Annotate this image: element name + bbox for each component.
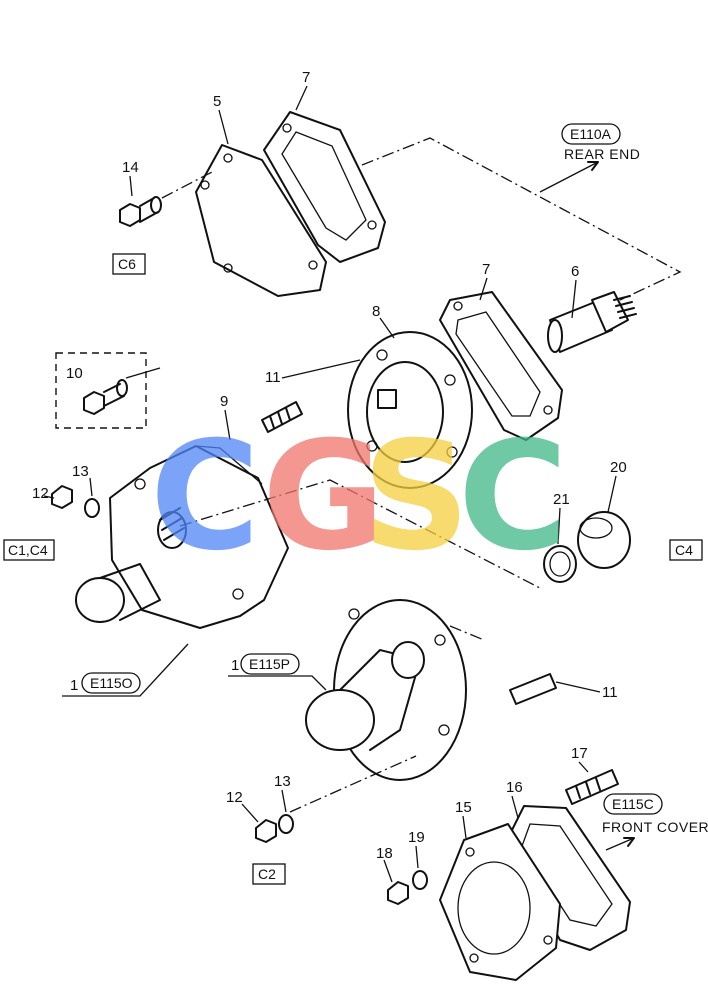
arrow-head-front <box>623 837 635 847</box>
ref-c1c4-label: C1,C4 <box>8 542 48 558</box>
callout-15: 15 <box>455 799 472 816</box>
callout-17: 17 <box>571 745 588 762</box>
housing-e115o <box>75 445 289 629</box>
flange-8 <box>347 331 473 489</box>
fitting-6 <box>547 291 637 353</box>
tag-e115p-label: E115P <box>249 656 290 672</box>
callout-16: 16 <box>506 779 523 796</box>
watermark-letter-g: G <box>262 410 385 584</box>
nut-12-upper <box>51 485 73 509</box>
tag-e110a-label: E110A <box>570 126 612 142</box>
washer-13-upper <box>84 498 100 518</box>
tag-e110a: E110A <box>561 123 621 145</box>
callout-1-e115o: 1 <box>70 677 78 694</box>
ref-c2-label: C2 <box>258 866 276 882</box>
front-cover-15 <box>439 823 561 981</box>
gasket-7-middle <box>439 291 563 441</box>
ring-21 <box>543 545 577 583</box>
callout-20: 20 <box>610 459 627 476</box>
nut-18 <box>387 881 409 905</box>
callout-21: 21 <box>553 491 570 508</box>
bolt-10 <box>83 379 128 415</box>
ref-c2: C2 <box>252 863 286 885</box>
callout-8: 8 <box>372 303 380 320</box>
note-rear-end: REAR END <box>564 146 640 162</box>
route-rear-end <box>361 137 682 301</box>
leaders <box>43 85 617 883</box>
watermark-cgsc: C G S C <box>150 410 568 584</box>
tag-e115c: E115C <box>603 793 663 815</box>
route-lower <box>449 625 485 641</box>
leader-10 <box>125 367 161 379</box>
callout-5: 5 <box>213 93 221 110</box>
washer-13-lower <box>278 814 294 834</box>
ref-c6: C6 <box>112 253 146 275</box>
stud-17 <box>565 769 619 805</box>
callout-11-lower: 11 <box>602 684 618 701</box>
tag-e115o: E115O <box>81 672 141 694</box>
callout-14: 14 <box>122 159 139 176</box>
callout-9: 9 <box>220 393 228 410</box>
tag-e115c-label: E115C <box>612 796 654 812</box>
nut-12-lower <box>255 819 277 843</box>
bolt-14 <box>119 196 162 227</box>
cap-20 <box>577 511 631 569</box>
alt-part-box <box>55 352 147 429</box>
arrow-front-cover <box>605 837 635 851</box>
ref-c6-label: C6 <box>118 256 136 272</box>
ref-c1c4: C1,C4 <box>3 539 55 561</box>
note-front-cover: FRONT COVER <box>602 819 708 835</box>
callout-7-middle: 7 <box>482 261 490 278</box>
callout-12-upper: 12 <box>32 485 49 502</box>
washer-19 <box>412 870 428 890</box>
callout-13-lower: 13 <box>274 773 291 790</box>
route-c2 <box>289 755 417 813</box>
callout-6: 6 <box>571 263 579 280</box>
callout-13-upper: 13 <box>72 463 89 480</box>
leader-14 <box>161 171 213 199</box>
callout-12-lower: 12 <box>226 789 243 806</box>
callout-19: 19 <box>408 829 425 846</box>
housing-e115p <box>305 599 467 781</box>
callout-11-upper: 11 <box>265 369 281 386</box>
route-center <box>179 479 541 589</box>
watermark-letter-c1: C <box>150 410 260 584</box>
arrow-rear-end <box>539 161 599 193</box>
stud-9 <box>261 401 303 433</box>
ref-c4-label: C4 <box>675 542 693 558</box>
tag-e115p: E115P <box>240 653 300 675</box>
callout-7-upper: 7 <box>302 69 310 86</box>
watermark-letter-c2: C <box>458 410 568 584</box>
stud-11-lower <box>509 673 557 705</box>
callout-10: 10 <box>66 365 83 382</box>
arrow-head-rear <box>587 161 599 171</box>
ref-c4: C4 <box>669 539 703 561</box>
gasket-7-upper <box>263 111 386 263</box>
watermark-letter-s: S <box>362 410 470 584</box>
cover-plate-5 <box>195 144 327 297</box>
callout-numbers: 14 5 7 7 6 8 11 9 10 13 12 20 21 1 1 11 … <box>32 69 627 862</box>
callout-1-e115p: 1 <box>231 657 239 674</box>
callout-18: 18 <box>376 845 393 862</box>
tag-e115o-label: E115O <box>90 675 133 691</box>
